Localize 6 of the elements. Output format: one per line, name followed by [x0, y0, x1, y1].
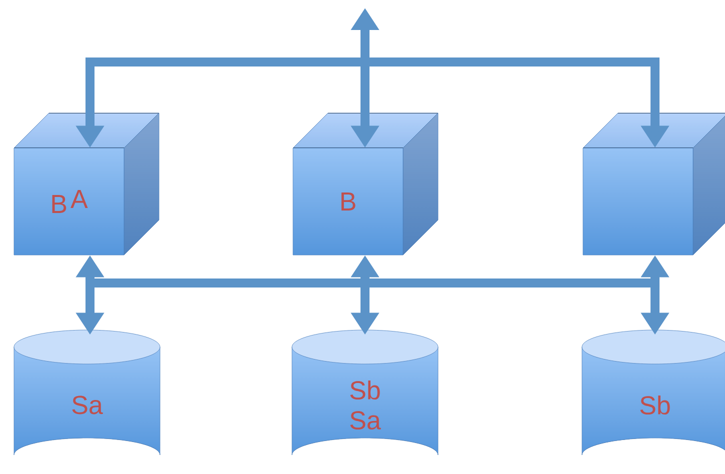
cylinder: Sb Sa — [292, 330, 438, 456]
cube: B — [292, 112, 438, 256]
cylinder: Sa — [14, 330, 160, 456]
cube: B A — [14, 112, 160, 256]
cylinder: Sb — [582, 330, 725, 456]
cube — [582, 112, 725, 256]
